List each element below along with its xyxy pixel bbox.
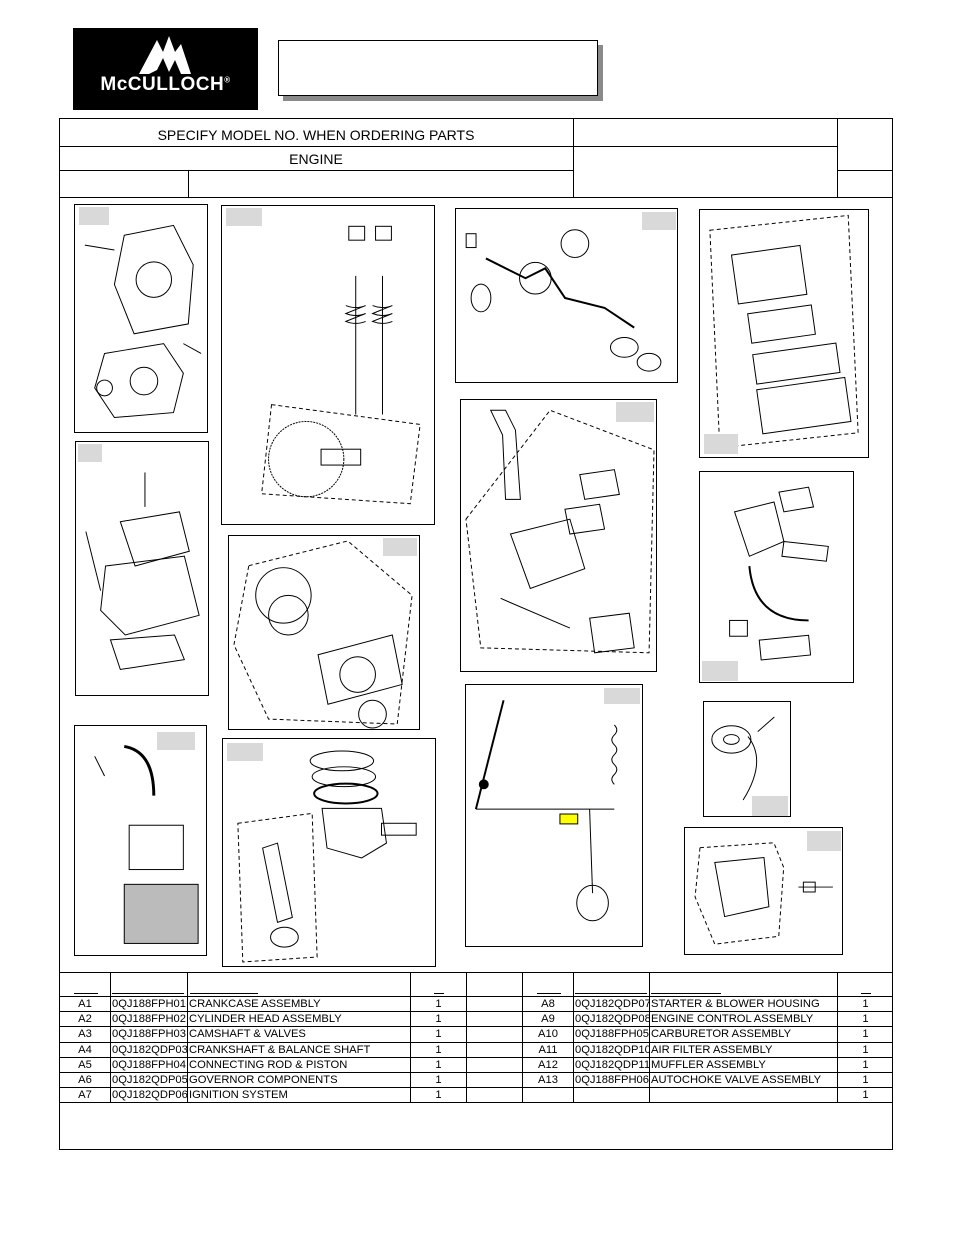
description: CYLINDER HEAD ASSEMBLY	[189, 1013, 342, 1025]
title-box	[278, 40, 598, 96]
diagram-crankshaft	[455, 208, 678, 383]
camshaft-valves-diagram-icon	[261, 225, 421, 505]
part-number: 0QJ182QDP07	[575, 998, 649, 1010]
part-number: 0QJ182QDP08	[575, 1013, 649, 1025]
description	[651, 1088, 837, 1103]
description: GOVERNOR COMPONENTS	[189, 1074, 338, 1086]
quantity: 1	[435, 998, 442, 1010]
part-number: 0QJ182QDP11	[575, 1059, 649, 1071]
starter-blower-diagram-icon	[233, 540, 413, 729]
description: IGNITION SYSTEM	[189, 1089, 288, 1101]
description: ENGINE CONTROL ASSEMBLY	[651, 1013, 814, 1025]
ref: A12	[538, 1059, 558, 1071]
ref	[523, 1088, 573, 1103]
section-title: ENGINE	[289, 151, 343, 167]
autochoke-diagram-icon	[729, 486, 829, 661]
diagram-muffler	[74, 725, 207, 956]
connecting-rod-piston-diagram-icon	[237, 750, 417, 963]
order-instruction: SPECIFY MODEL NO. WHEN ORDERING PARTS	[157, 127, 475, 143]
part-number: 0QJ182QDP06	[112, 1089, 187, 1101]
ref: A6	[78, 1074, 92, 1086]
quantity: 1	[435, 1089, 442, 1101]
part-number: 0QJ188FPH05	[575, 1028, 649, 1040]
quantity: 1	[862, 1013, 869, 1025]
part-number: 0QJ188FPH01	[112, 998, 187, 1010]
ref: A2	[78, 1013, 92, 1025]
diagram-camshaft-valves	[221, 205, 435, 525]
mcculloch-logo-icon	[139, 36, 191, 74]
quantity: 1	[862, 1089, 869, 1101]
ref: A5	[78, 1059, 92, 1071]
quantity: 1	[435, 1044, 442, 1056]
ref: A7	[78, 1089, 92, 1101]
quantity: 1	[862, 1059, 869, 1071]
ref: A10	[538, 1028, 558, 1040]
quantity: 1	[435, 1074, 442, 1086]
ref: A3	[78, 1028, 92, 1040]
diagram-engine-control	[684, 827, 843, 955]
part-number: 0QJ182QDP05	[112, 1074, 187, 1086]
ref: A1	[78, 998, 92, 1010]
parts-sheet-frame	[59, 118, 893, 1150]
description: CARBURETOR ASSEMBLY	[651, 1028, 792, 1040]
diagram-autochoke	[699, 471, 854, 683]
diagram-governor	[465, 684, 643, 947]
part-number: 0QJ188FPH06	[575, 1074, 649, 1086]
crankcase-diagram-icon	[84, 224, 202, 419]
ref: A9	[541, 1013, 555, 1025]
description: CAMSHAFT & VALVES	[189, 1028, 306, 1040]
quantity: 1	[862, 1074, 869, 1086]
diagram-connecting-rod	[222, 738, 436, 967]
part-number: 0QJ182QDP03	[112, 1044, 187, 1056]
diagram-ignition	[703, 701, 791, 817]
brand-name: McCULLOCH	[100, 74, 225, 95]
quantity: 1	[862, 1028, 869, 1040]
engine-control-diagram-icon	[694, 842, 833, 945]
part-number: 0QJ182QDP10	[575, 1044, 649, 1056]
carburetor-diagram-icon	[465, 409, 655, 654]
diagram-cylinder-head	[75, 441, 209, 696]
description: STARTER & BLOWER HOUSING	[651, 998, 820, 1010]
part-number: 0QJ188FPH03	[112, 1028, 187, 1040]
description: CONNECTING ROD & PISTON	[189, 1059, 348, 1071]
description: MUFFLER ASSEMBLY	[651, 1059, 766, 1071]
governor-diagram-icon	[474, 700, 618, 922]
part-number	[575, 1088, 649, 1103]
ref: A8	[541, 998, 555, 1010]
description: CRANKSHAFT & BALANCE SHAFT	[189, 1044, 371, 1056]
diagram-air-filter	[699, 209, 869, 458]
air-filter-diagram-icon	[709, 214, 859, 449]
ref: A11	[538, 1044, 558, 1056]
ignition-coil-diagram-icon	[711, 716, 775, 801]
ref: A4	[78, 1044, 92, 1056]
description: CRANKCASE ASSEMBLY	[189, 998, 321, 1010]
quantity: 1	[862, 1044, 869, 1056]
crankshaft-diagram-icon	[465, 229, 662, 372]
description: AIR FILTER ASSEMBLY	[651, 1044, 773, 1056]
description: AUTOCHOKE VALVE ASSEMBLY	[651, 1074, 822, 1086]
registered-mark: ®	[224, 75, 231, 85]
brand-logo: McCULLOCH®	[73, 28, 258, 110]
quantity: 1	[435, 1059, 442, 1071]
part-number: 0QJ188FPH04	[112, 1059, 187, 1071]
muffler-diagram-icon	[94, 744, 199, 944]
ref: A13	[538, 1074, 558, 1086]
part-number: 0QJ188FPH02	[112, 1013, 187, 1025]
quantity: 1	[862, 998, 869, 1010]
quantity: 1	[435, 1028, 442, 1040]
quantity: 1	[435, 1013, 442, 1025]
cylinder-head-diagram-icon	[85, 472, 200, 671]
diagram-crankcase	[74, 204, 208, 433]
diagram-carburetor	[460, 399, 657, 672]
diagram-starter	[228, 535, 420, 730]
